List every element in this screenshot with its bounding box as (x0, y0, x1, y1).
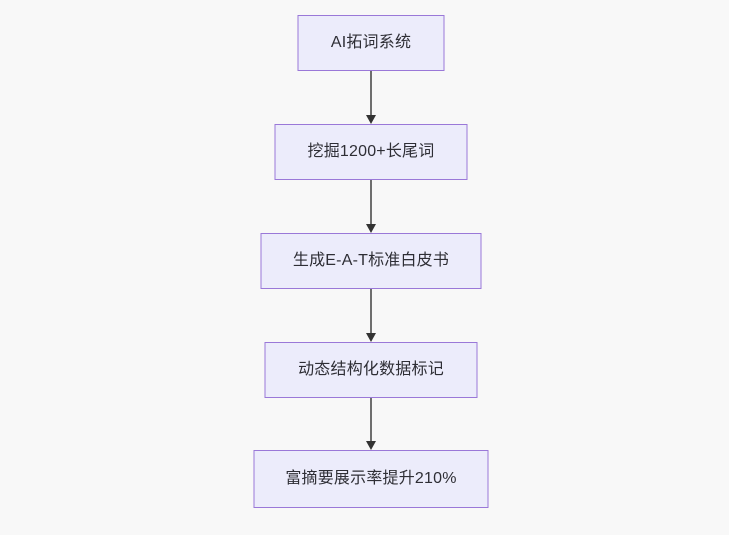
flow-connector (364, 180, 378, 233)
node-generate-eat-whitepaper[interactable]: 生成E-A-T标准白皮书 (260, 233, 482, 289)
node-mine-longtail-keywords[interactable]: 挖掘1200+长尾词 (274, 124, 468, 180)
connector-line (370, 180, 372, 225)
flow-connector (364, 71, 378, 124)
node-dynamic-structured-data[interactable]: 动态结构化数据标记 (264, 342, 478, 398)
connector-line (370, 289, 372, 334)
arrowhead-icon (365, 224, 376, 233)
flow-node-label: 生成E-A-T标准白皮书 (292, 252, 450, 270)
flow-node-label: AI拓词系统 (330, 34, 412, 52)
connector-line (370, 71, 372, 116)
flow-node-label: 富摘要展示率提升210% (285, 470, 457, 488)
connector-line (370, 398, 372, 442)
flow-connector (364, 289, 378, 342)
flow-node-label: 动态结构化数据标记 (298, 361, 444, 379)
arrowhead-icon (365, 333, 376, 342)
flow-connector (364, 398, 378, 450)
node-ai-keyword-system[interactable]: AI拓词系统 (297, 15, 445, 71)
node-rich-snippet-rate[interactable]: 富摘要展示率提升210% (253, 450, 489, 508)
arrowhead-icon (365, 441, 376, 450)
flow-node-label: 挖掘1200+长尾词 (307, 143, 435, 161)
arrowhead-icon (365, 115, 376, 124)
